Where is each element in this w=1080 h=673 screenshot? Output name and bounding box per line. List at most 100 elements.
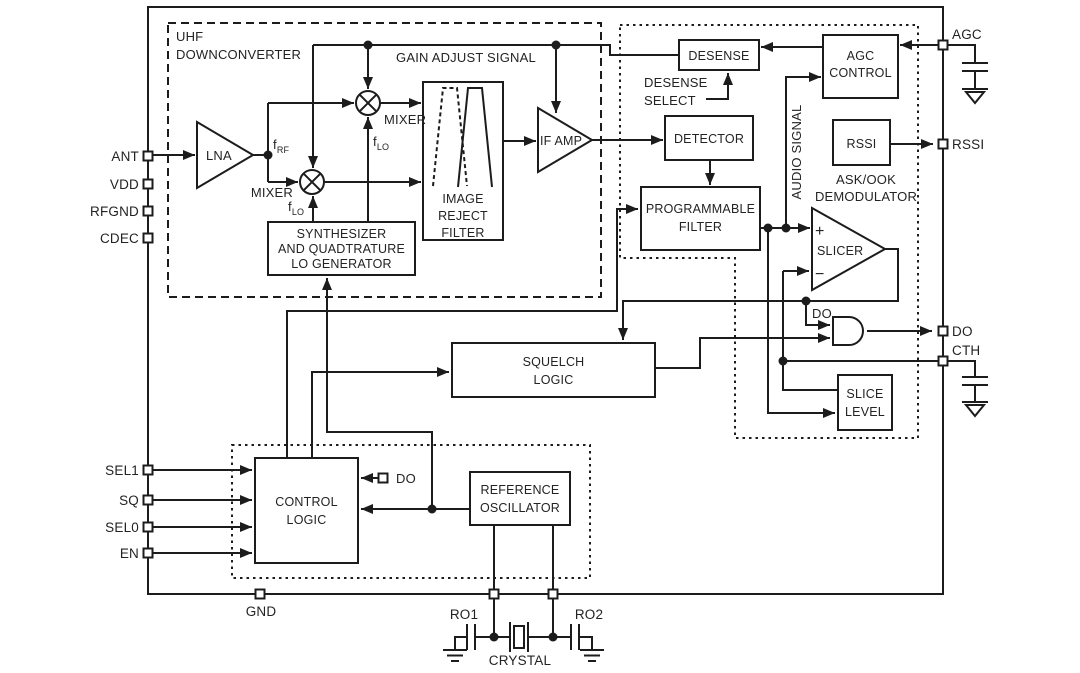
- pin-label-cth: CTH: [952, 343, 980, 358]
- cth-ground-icon: [963, 404, 987, 418]
- mixer-bottom-icon: [299, 169, 325, 195]
- filter-response-pass-icon: [457, 87, 493, 188]
- control-region: [231, 444, 591, 579]
- wire-desense-select: [706, 73, 733, 100]
- if-amp-label: IF AMP: [540, 134, 582, 148]
- pin-do-internal: [377, 472, 389, 484]
- desense-block: [678, 39, 760, 71]
- pin-label-ant: ANT: [111, 149, 139, 164]
- pin-vdd: [142, 178, 154, 190]
- junction-gain2: [551, 40, 561, 50]
- pin-agc: [937, 39, 949, 51]
- desense-select-line2: SELECT: [644, 93, 696, 108]
- prog-filter-line2: FILTER: [679, 220, 722, 234]
- control-logic-line1: CONTROL: [275, 495, 338, 509]
- rssi-label: RSSI: [847, 137, 877, 151]
- synthesizer-line2: AND QUADTRATURE: [278, 242, 405, 256]
- if-amp-amplifier: [537, 106, 594, 174]
- f-lo-bottom-label: fLO: [288, 199, 304, 217]
- ref-osc-line2: OSCILLATOR: [480, 501, 560, 515]
- pin-do: [937, 325, 949, 337]
- wire-do-andgate: [805, 301, 830, 330]
- synthesizer-line1: SYNTHESIZER: [297, 227, 387, 241]
- pin-sel0: [142, 521, 154, 533]
- pin-label-agc: AGC: [952, 27, 982, 42]
- pin-gnd: [254, 588, 266, 600]
- slice-level-line1: SLICE: [846, 387, 883, 401]
- wire-squelch-andgate: [655, 333, 830, 369]
- irf-line3: FILTER: [441, 226, 484, 240]
- uhf-region-line2: DOWNCONVERTER: [176, 47, 301, 62]
- desense-label: DESENSE: [688, 49, 749, 63]
- pin-sel1: [142, 464, 154, 476]
- uhf-downconverter-region: [167, 22, 602, 298]
- slicer-comparator: [811, 206, 888, 292]
- crystal-body: [513, 625, 525, 649]
- pin-label-sel1: SEL1: [105, 463, 139, 478]
- crystal-label: CRYSTAL: [489, 653, 552, 668]
- uhf-region-line1: UHF: [176, 29, 203, 44]
- mixer-top-label: MIXER: [384, 112, 426, 127]
- squelch-line2: LOGIC: [534, 373, 574, 387]
- desense-select-line1: DESENSE: [644, 75, 708, 90]
- ask-ook-line1: ASK/OOK: [836, 172, 896, 187]
- pin-label-vdd: VDD: [110, 177, 139, 192]
- agc-control-line1: AGC: [847, 49, 875, 63]
- pin-ro1: [488, 588, 500, 600]
- wire-refosc-synth: [322, 278, 433, 509]
- pin-cdec: [142, 232, 154, 244]
- mixer-bottom-label: MIXER: [251, 185, 293, 200]
- mixer-top-icon: [355, 90, 381, 116]
- audio-signal-label: AUDIO SIGNAL: [789, 105, 804, 200]
- filter-response-image-icon: [432, 87, 468, 187]
- pin-en: [142, 547, 154, 559]
- pin-label-sq: SQ: [119, 493, 139, 508]
- agc-cap-lead: [948, 44, 976, 63]
- pin-ro2: [547, 588, 559, 600]
- wire-control-progfilter: [286, 204, 638, 458]
- programmable-filter-block: [640, 186, 761, 251]
- pin-label-ro1: RO1: [450, 607, 478, 622]
- junction-audio2: [781, 223, 791, 233]
- junction-frf: [263, 150, 273, 160]
- slicer-minus: −: [815, 266, 824, 283]
- pin-label-gnd: GND: [246, 604, 277, 619]
- wire-slicelevel-out: [782, 361, 838, 391]
- pin-label-ro2: RO2: [575, 607, 603, 622]
- detector-label: DETECTOR: [674, 132, 744, 146]
- ask-ook-line2: DEMODULATOR: [815, 189, 917, 204]
- prog-filter-line1: PROGRAMMABLE: [646, 202, 755, 216]
- and-gate-icon: [832, 316, 864, 346]
- pin-rssi: [937, 138, 949, 150]
- reference-oscillator-block: [469, 471, 571, 526]
- irf-line1: IMAGE: [442, 192, 483, 206]
- agc-control-line2: CONTROL: [829, 66, 892, 80]
- lna-label: LNA: [206, 148, 232, 163]
- squelch-line1: SQUELCH: [523, 355, 585, 369]
- wire-control-squelch: [311, 367, 449, 458]
- f-lo-top-label: fLO: [373, 134, 389, 152]
- pin-ant: [142, 150, 154, 162]
- cap2-gnd-lead: [579, 636, 593, 650]
- pins: [142, 39, 949, 600]
- chip-outline: [147, 6, 944, 595]
- junction-audio1: [763, 223, 773, 233]
- pin-sq: [142, 494, 154, 506]
- pin-label-rfgnd: RFGND: [90, 204, 139, 219]
- pin-label-do: DO: [952, 324, 973, 339]
- cth-cap-lead: [948, 360, 976, 377]
- control-logic-block: [254, 457, 359, 564]
- pin-label-en: EN: [120, 546, 139, 561]
- junction-do: [801, 296, 811, 306]
- gain-adjust-signal-label: GAIN ADJUST SIGNAL: [396, 50, 536, 65]
- f-rf-label: fRF: [273, 137, 290, 155]
- slicer-label: SLICER: [817, 244, 863, 258]
- pin-label-sel0: SEL0: [105, 520, 139, 535]
- pin-cth: [937, 355, 949, 367]
- lna-amplifier: [196, 120, 255, 190]
- wire-audio-agc: [785, 72, 821, 228]
- junction-ro2: [548, 632, 558, 642]
- pin-label-rssi: RSSI: [952, 137, 984, 152]
